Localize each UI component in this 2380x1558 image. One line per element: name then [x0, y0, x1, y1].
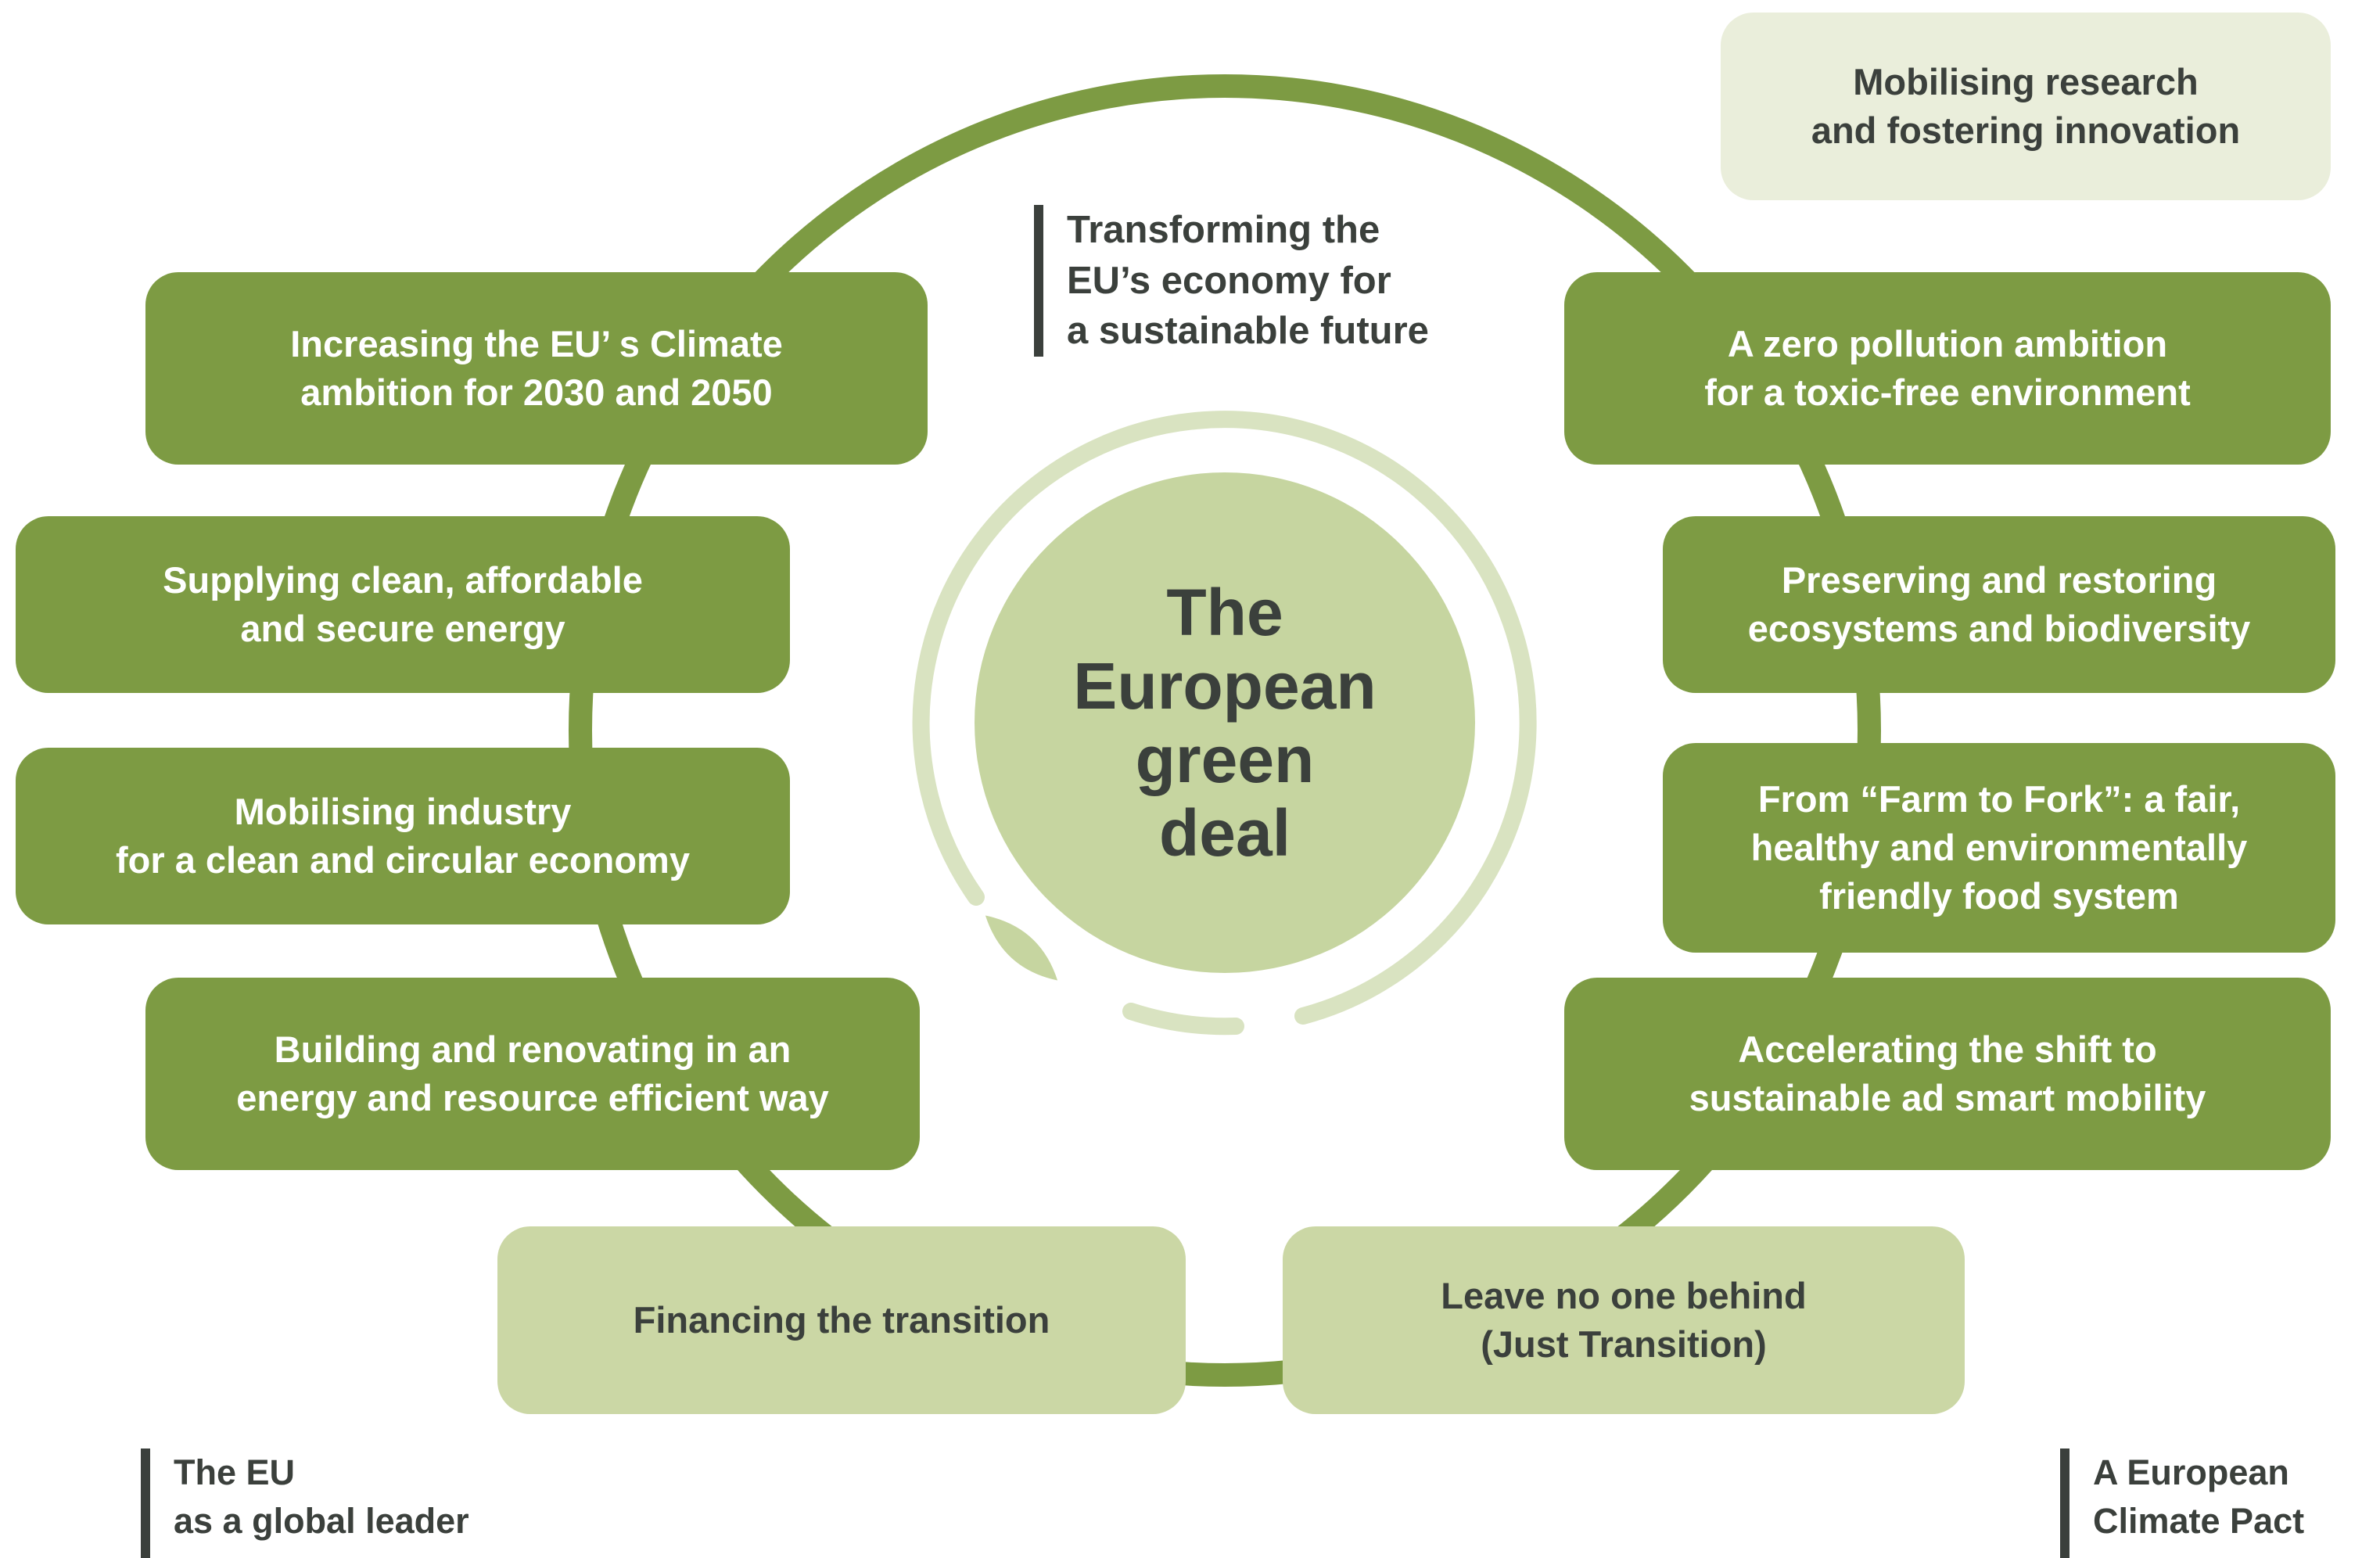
box-farm-to-fork: From “Farm to Fork”: a fair, healthy and… — [1663, 743, 2335, 953]
note-eu-global-leader: The EU as a global leader — [141, 1449, 469, 1558]
box-zero-pollution: A zero pollution ambition for a toxic-fr… — [1564, 272, 2331, 465]
diagram-title: The European green deal — [975, 472, 1475, 973]
note-european-climate-pact: A European Climate Pact — [2060, 1449, 2304, 1558]
center-ring-dash — [1122, 1003, 1244, 1036]
box-just-transition: Leave no one behind (Just Transition) — [1283, 1226, 1965, 1414]
box-research-innovation: Mobilising research and fostering innova… — [1721, 13, 2331, 200]
box-climate-ambition: Increasing the EU’ s Climate ambition fo… — [145, 272, 928, 465]
leaf-icon — [985, 915, 1058, 981]
box-smart-mobility: Accelerating the shift to sustainable ad… — [1564, 978, 2331, 1170]
box-clean-industry: Mobilising industry for a clean and circ… — [16, 748, 790, 924]
connector-circle — [569, 74, 1881, 1387]
center-ring — [912, 411, 1537, 1025]
note-transforming-economy: Transforming the EU’s economy for a sust… — [1034, 205, 1429, 357]
box-clean-energy: Supplying clean, affordable and secure e… — [16, 516, 790, 693]
box-financing-transition: Financing the transition — [497, 1226, 1186, 1414]
box-ecosystems-biodiversity: Preserving and restoring ecosystems and … — [1663, 516, 2335, 693]
box-building-renovating: Building and renovating in an energy and… — [145, 978, 920, 1170]
